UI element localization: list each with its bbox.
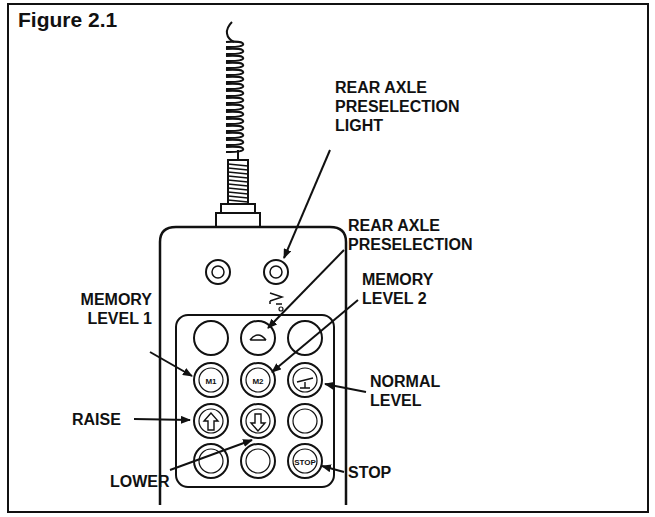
strain-relief [228, 160, 248, 206]
keypad-button-face [293, 409, 317, 433]
coil-turn [226, 84, 243, 89]
coil-turn [226, 77, 243, 82]
keypad-button-face [246, 409, 270, 433]
callout-label: MEMORY LEVEL 1 [40, 290, 152, 328]
normal-level-symbol [297, 378, 313, 388]
keypad-button [288, 444, 322, 478]
keypad-button-face [246, 368, 270, 392]
indicator-light-lens [212, 266, 224, 278]
spring-turn [228, 192, 248, 194]
callout-label: STOP [348, 463, 408, 482]
indicator-light [264, 260, 288, 284]
spring-turn [228, 168, 248, 170]
coil-turn [226, 42, 243, 47]
spring-turn [228, 180, 248, 182]
keypad-button-face [199, 368, 223, 392]
spring-turn [228, 184, 248, 186]
callout-label: RAISE [72, 410, 132, 429]
coil-turn [226, 119, 243, 124]
keypad-button [194, 363, 228, 397]
spring-turn [228, 172, 248, 174]
keypad-button-face [293, 449, 317, 473]
spring-turn [228, 176, 248, 178]
callout-label: REAR AXLE PRESELECTION [348, 216, 473, 254]
callout-label: MEMORY LEVEL 2 [362, 270, 472, 308]
coil-turn [226, 91, 243, 96]
raise-arrow-symbol [204, 413, 218, 430]
coil-turn [226, 105, 243, 110]
lower-arrow-symbol [251, 414, 265, 431]
spring-turn [228, 188, 248, 190]
coil-turn [226, 112, 243, 117]
pendant-body [160, 227, 346, 505]
keypad-button [194, 444, 228, 478]
figure-title: Figure 2.1 [18, 8, 117, 32]
coil-turn [226, 140, 243, 145]
coil-turn [226, 49, 243, 54]
keypad-button [241, 363, 275, 397]
figure-border [8, 4, 648, 512]
coil-turn [226, 126, 243, 131]
coiled-cord [226, 22, 243, 160]
spring-turn [228, 196, 248, 198]
strain-relief-spring [228, 164, 248, 202]
callout-label: REAR AXLE PRESELECTION LIGHT [335, 78, 445, 135]
indicator-light-lens [270, 266, 282, 278]
coil-turn [226, 56, 243, 61]
keypad-button [288, 404, 322, 438]
axle-symbol [279, 307, 283, 311]
keypad-button [288, 363, 322, 397]
coil-turn [226, 147, 243, 152]
cord [237, 150, 239, 160]
keypad-button-face [293, 368, 317, 392]
axle-symbol [270, 293, 282, 304]
coil-turn [226, 63, 243, 68]
axle-button-symbol [250, 335, 266, 340]
callout-label: NORMAL LEVEL [370, 372, 460, 410]
button-text: M1 [199, 377, 223, 386]
keypad-button [241, 444, 275, 478]
keypad-button-face [246, 449, 270, 473]
coil-turn [226, 70, 243, 75]
keypad-button [194, 404, 228, 438]
cable-nut [216, 213, 260, 227]
indicator-light [206, 260, 230, 284]
callout-label: LOWER [110, 472, 180, 491]
keypad-button [241, 404, 275, 438]
coil-turn [226, 98, 243, 103]
leader-lines [134, 150, 366, 472]
spring-turn [228, 200, 248, 202]
button-text: STOP [293, 458, 317, 467]
keypad-button-face [199, 409, 223, 433]
spring-turn [228, 164, 248, 166]
keypad-button [288, 321, 322, 355]
keypad-button [194, 321, 228, 355]
button-text: M2 [246, 377, 270, 386]
coil-turn [226, 133, 243, 138]
